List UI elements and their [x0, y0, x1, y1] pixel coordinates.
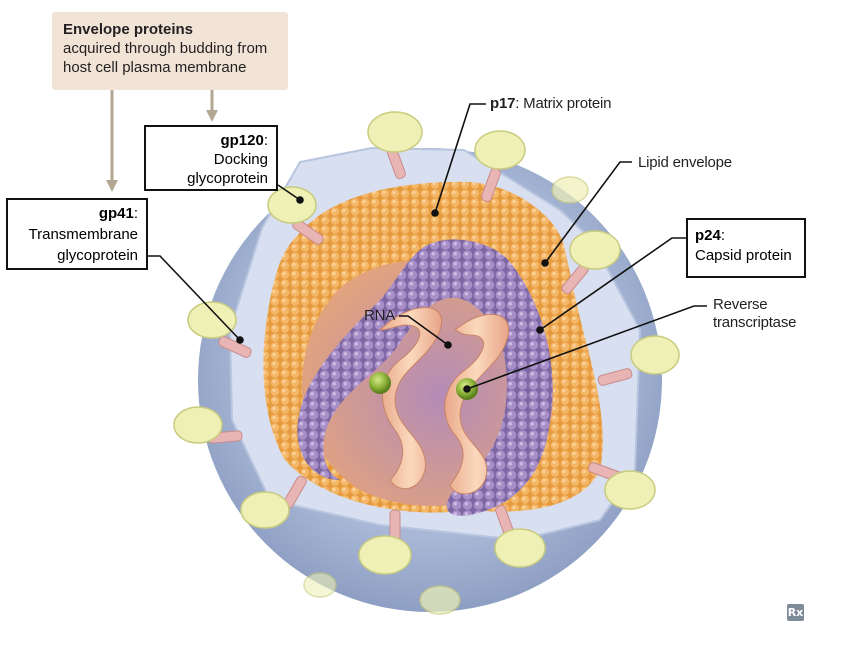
envelope-arrows [106, 90, 218, 192]
gp41-colon: : [133, 205, 138, 222]
p17-label: p17: Matrix protein [490, 95, 611, 113]
gp120-colon: : [263, 132, 268, 149]
rt-line2: transcriptase [713, 314, 797, 331]
gp41-label-box: gp41: Transmembrane glycoprotein [6, 198, 148, 270]
p24-name: p24 [695, 227, 721, 244]
rt-line1: Reverse [713, 296, 768, 313]
p24-line1: Capsid protein [695, 247, 792, 264]
envelope-spikes [173, 111, 680, 615]
p24-label-box: p24: Capsid protein [686, 218, 806, 278]
reverse-transcriptase-label: Reverse transcriptase [713, 296, 796, 332]
gp41-line2: glycoprotein [57, 247, 138, 264]
rna-label: RNA [364, 307, 396, 324]
rx-badge: Rx [787, 604, 804, 621]
envelope-line2: host cell plasma membrane [63, 59, 247, 76]
gp41-name: gp41 [98, 205, 134, 222]
p17-name: p17 [490, 95, 516, 112]
envelope-title: Envelope proteins [63, 21, 194, 38]
p24-colon: : [720, 227, 726, 244]
gp120-label-box: gp120: Docking glycoprotein [144, 125, 278, 191]
gp120-line1: Docking [213, 151, 268, 168]
leader-lines [148, 103, 707, 393]
reverse-transcriptase-left [369, 372, 391, 394]
gp120-line2: glycoprotein [187, 170, 268, 187]
gp120-name: gp120 [220, 132, 264, 149]
envelope-proteins-callout: Envelope proteins acquired through buddi… [52, 12, 288, 90]
virion-body [198, 146, 662, 612]
envelope-line1: acquired through budding from [63, 40, 268, 57]
lipid-envelope-label: Lipid envelope [638, 154, 732, 171]
p17-desc: : Matrix protein [515, 95, 612, 112]
gp41-line1: Transmembrane [28, 226, 138, 243]
